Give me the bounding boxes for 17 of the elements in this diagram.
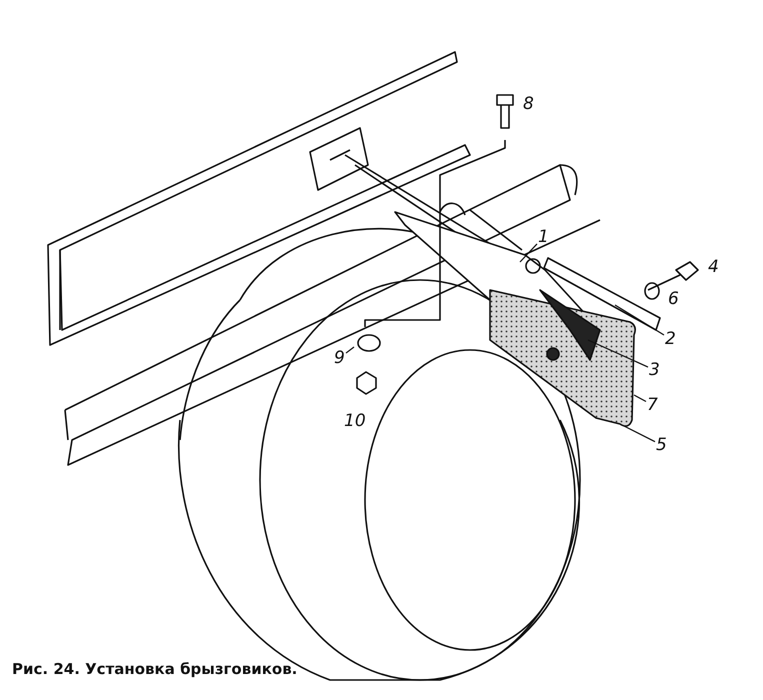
leader-line [588,339,648,368]
figure-caption: Рис. 24. Установка брызговиков. [12,660,298,678]
leader-line [624,425,656,442]
callout-number: 8 [522,95,535,113]
leader-line [614,304,664,336]
callout-number: 3 [648,361,661,379]
callout-number: 2 [664,330,677,348]
callout-number: 4 [707,258,720,276]
callout-number: 10 [343,412,367,430]
callout-number: 9 [333,349,346,367]
callout-number: 1 [537,228,550,246]
callout-number: 7 [646,396,659,414]
leader-line [346,346,354,354]
leader-line [520,244,538,262]
callout-number: 6 [667,290,680,308]
leader-line [634,394,646,402]
callout-number: 5 [655,436,668,454]
